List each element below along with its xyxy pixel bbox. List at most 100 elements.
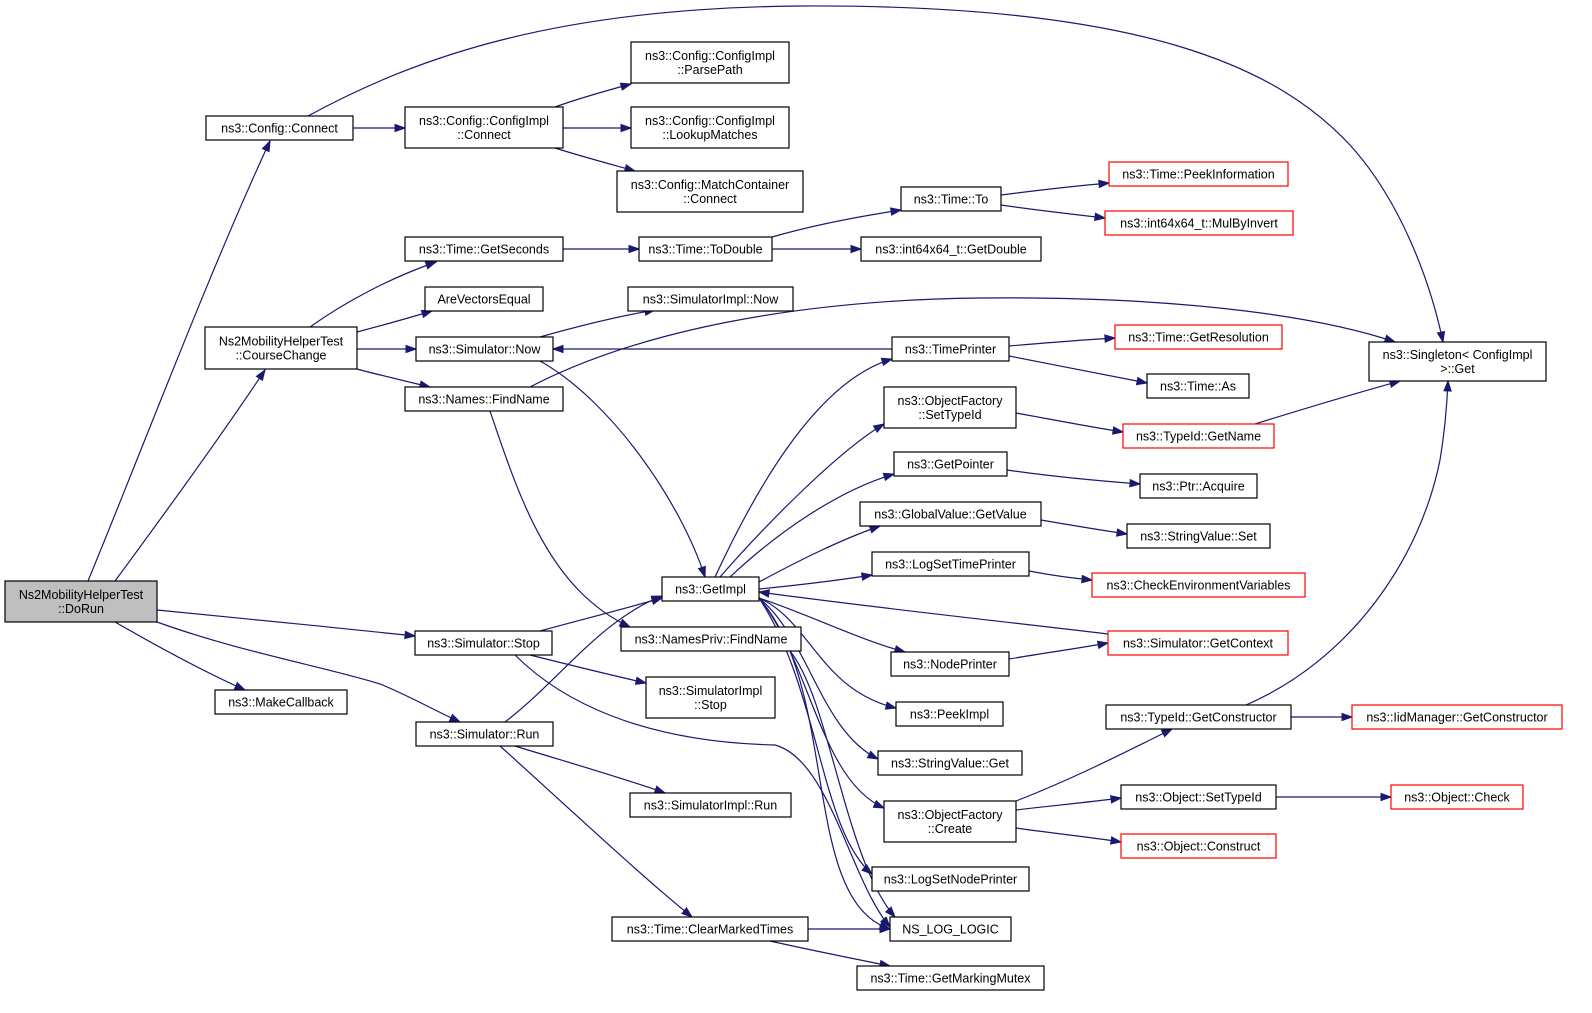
edge-line — [1008, 642, 1109, 660]
node-get-resolution[interactable]: ns3::Time::GetResolution — [1114, 324, 1283, 350]
node-label: ns3::StringValue::Get — [891, 757, 1009, 771]
arrow-head-icon — [861, 863, 874, 875]
node-label: ::ParsePath — [677, 63, 742, 77]
node-box — [1139, 473, 1258, 499]
edge-line — [356, 368, 431, 388]
node-simimpl-stop[interactable]: ns3::SimulatorImpl::Stop — [645, 676, 776, 719]
node-getpointer[interactable]: ns3::GetPointer — [893, 451, 1008, 477]
node-sim-stop[interactable]: ns3::Simulator::Stop — [414, 630, 553, 656]
node-mul-by-invert[interactable]: ns3::int64x64_t::MulByInvert — [1104, 210, 1294, 236]
node-iid-getconstructor[interactable]: ns3::IidManager::GetConstructor — [1351, 704, 1563, 730]
arrow-head-icon — [619, 82, 633, 91]
node-time-getseconds[interactable]: ns3::Time::GetSeconds — [404, 236, 564, 262]
node-getimpl[interactable]: ns3::GetImpl — [661, 576, 760, 602]
node-check-env[interactable]: ns3::CheckEnvironmentVariables — [1091, 572, 1306, 598]
node-node-printer[interactable]: ns3::NodePrinter — [890, 651, 1010, 677]
node-course-change[interactable]: Ns2MobilityHelperTest::CourseChange — [204, 326, 358, 370]
node-ns-log-logic[interactable]: NS_LOG_LOGIC — [889, 916, 1012, 942]
node-box — [414, 630, 553, 656]
node-typeid-getconstructor[interactable]: ns3::TypeId::GetConstructor — [1105, 704, 1292, 730]
node-gv-getvalue[interactable]: ns3::GlobalValue::GetValue — [859, 501, 1042, 527]
node-obj-settypeid[interactable]: ns3::Object::SetTypeId — [1120, 784, 1277, 810]
edge-of_create-to-obj_construct — [1015, 827, 1123, 845]
edge-of_settypeid-to-typeid_getname — [1015, 412, 1125, 435]
node-int-getdouble[interactable]: ns3::int64x64_t::GetDouble — [860, 236, 1042, 262]
edge-clear_marked-to-get_marking_mutex — [769, 940, 892, 969]
node-are-vectors-equal[interactable]: AreVectorsEqual — [424, 286, 544, 312]
node-ptr-acquire[interactable]: ns3::Ptr::Acquire — [1139, 473, 1258, 499]
arrow-head-icon — [1129, 478, 1142, 488]
node-box — [214, 689, 348, 715]
node-namespriv-findname[interactable]: ns3::NamesPriv::FindName — [620, 626, 802, 652]
node-sim-run[interactable]: ns3::Simulator::Run — [415, 721, 554, 747]
node-obj-construct[interactable]: ns3::Object::Construct — [1120, 833, 1277, 859]
node-match-connect[interactable]: ns3::Config::MatchContainer::Connect — [616, 170, 804, 213]
node-parse-path[interactable]: ns3::Config::ConfigImpl::ParsePath — [630, 41, 790, 84]
node-label: ::Connect — [683, 192, 737, 206]
node-label: ns3::SimulatorImpl::Now — [643, 293, 779, 307]
node-clear-marked[interactable]: ns3::Time::ClearMarkedTimes — [611, 916, 809, 942]
node-label: ns3::GetPointer — [907, 458, 994, 472]
node-of-settypeid[interactable]: ns3::ObjectFactory::SetTypeId — [883, 386, 1017, 429]
node-cfgimpl-connect[interactable]: ns3::Config::ConfigImpl::Connect — [404, 106, 564, 149]
node-simimpl-run[interactable]: ns3::SimulatorImpl::Run — [629, 792, 792, 818]
node-box — [611, 916, 809, 942]
node-label: ns3::CheckEnvironmentVariables — [1107, 579, 1291, 593]
node-cfg-connect[interactable]: ns3::Config::Connect — [205, 115, 354, 141]
arrow-head-icon — [880, 357, 894, 367]
node-typeid-getname[interactable]: ns3::TypeId::GetName — [1122, 423, 1275, 449]
node-make-callback[interactable]: ns3::MakeCallback — [214, 689, 348, 715]
edge-getimpl-to-of_create — [758, 597, 886, 809]
node-time-printer[interactable]: ns3::TimePrinter — [891, 336, 1010, 362]
edge-line — [769, 940, 891, 967]
node-simimpl-now[interactable]: ns3::SimulatorImpl::Now — [627, 286, 794, 312]
node-time-to[interactable]: ns3::Time::To — [900, 186, 1002, 212]
node-sim-getcontext[interactable]: ns3::Simulator::GetContext — [1107, 630, 1289, 656]
node-label: Ns2MobilityHelperTest — [19, 588, 144, 602]
node-names-findname[interactable]: ns3::Names::FindName — [404, 386, 564, 412]
edge-line — [356, 310, 433, 333]
node-label: ns3::Object::Check — [1404, 791, 1510, 805]
node-label: ns3::Config::ConfigImpl — [645, 114, 775, 128]
node-box — [1368, 341, 1547, 382]
edge-time_printer-to-get_resolution — [1008, 334, 1117, 347]
edge-sim_run-to-clear_marked — [499, 745, 694, 918]
edge-line — [529, 297, 1396, 388]
node-singleton-get[interactable]: ns3::Singleton< ConfigImpl >::Get — [1368, 341, 1547, 382]
node-time-todouble[interactable]: ns3::Time::ToDouble — [638, 236, 773, 262]
edge-dorun-to-sim_stop — [156, 609, 417, 640]
node-get-marking-mutex[interactable]: ns3::Time::GetMarkingMutex — [856, 965, 1045, 991]
node-sim-now[interactable]: ns3::Simulator::Now — [415, 336, 554, 362]
node-lookup-matches[interactable]: ns3::Config::ConfigImpl::LookupMatches — [630, 106, 790, 149]
node-peek-impl[interactable]: ns3::PeekImpl — [895, 701, 1004, 727]
node-sv-get[interactable]: ns3::StringValue::Get — [877, 750, 1023, 776]
node-label: ns3::Simulator::Now — [429, 343, 542, 357]
node-box — [645, 676, 776, 719]
node-dorun[interactable]: Ns2MobilityHelperTest::DoRun — [4, 580, 158, 623]
edge-line — [554, 83, 632, 108]
node-log-settimeprinter[interactable]: ns3::LogSetTimePrinter — [871, 551, 1030, 577]
node-label: ns3::int64x64_t::GetDouble — [875, 243, 1027, 257]
edge-line — [489, 410, 631, 628]
node-label: ns3::LogSetNodePrinter — [884, 873, 1017, 887]
edge-sim_now-to-simimpl_now — [539, 307, 657, 338]
node-label: ns3::Object::Construct — [1137, 840, 1261, 854]
node-obj-check[interactable]: ns3::Object::Check — [1390, 784, 1524, 810]
node-time-as[interactable]: ns3::Time::As — [1146, 373, 1250, 399]
edge-line — [539, 309, 656, 338]
node-box — [1120, 784, 1277, 810]
edge-gv_getvalue-to-sv_set — [1040, 519, 1129, 537]
call-edges — [87, 5, 1452, 969]
node-box — [424, 286, 544, 312]
edge-cfg_connect-to-singleton_get — [307, 5, 1446, 344]
node-of-create[interactable]: ns3::ObjectFactory::Create — [883, 800, 1017, 843]
node-peek-information[interactable]: ns3::Time::PeekInformation — [1108, 161, 1289, 187]
edge-course_change-to-sim_now — [357, 344, 418, 354]
node-box — [630, 106, 790, 149]
node-label: ns3::Config::MatchContainer — [631, 178, 789, 192]
edge-cfg_connect-to-cfgimpl_connect — [353, 123, 407, 133]
node-label: ns3::ObjectFactory — [898, 808, 1004, 822]
node-sv-set[interactable]: ns3::StringValue::Set — [1126, 523, 1271, 549]
node-log-setnodeprinter[interactable]: ns3::LogSetNodePrinter — [871, 866, 1030, 892]
